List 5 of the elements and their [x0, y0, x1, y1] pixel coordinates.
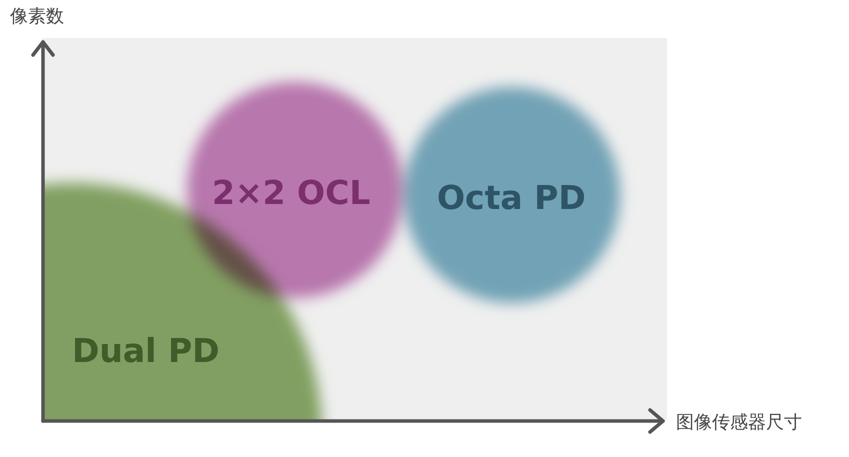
circle-label: Dual PD [72, 331, 220, 370]
circle-label: Octa PD [437, 178, 586, 217]
axis-label: 图像传感器尺寸 [676, 411, 802, 434]
axis-label: 像素数 [10, 5, 64, 28]
circle-label: 2×2 OCL [212, 173, 370, 212]
